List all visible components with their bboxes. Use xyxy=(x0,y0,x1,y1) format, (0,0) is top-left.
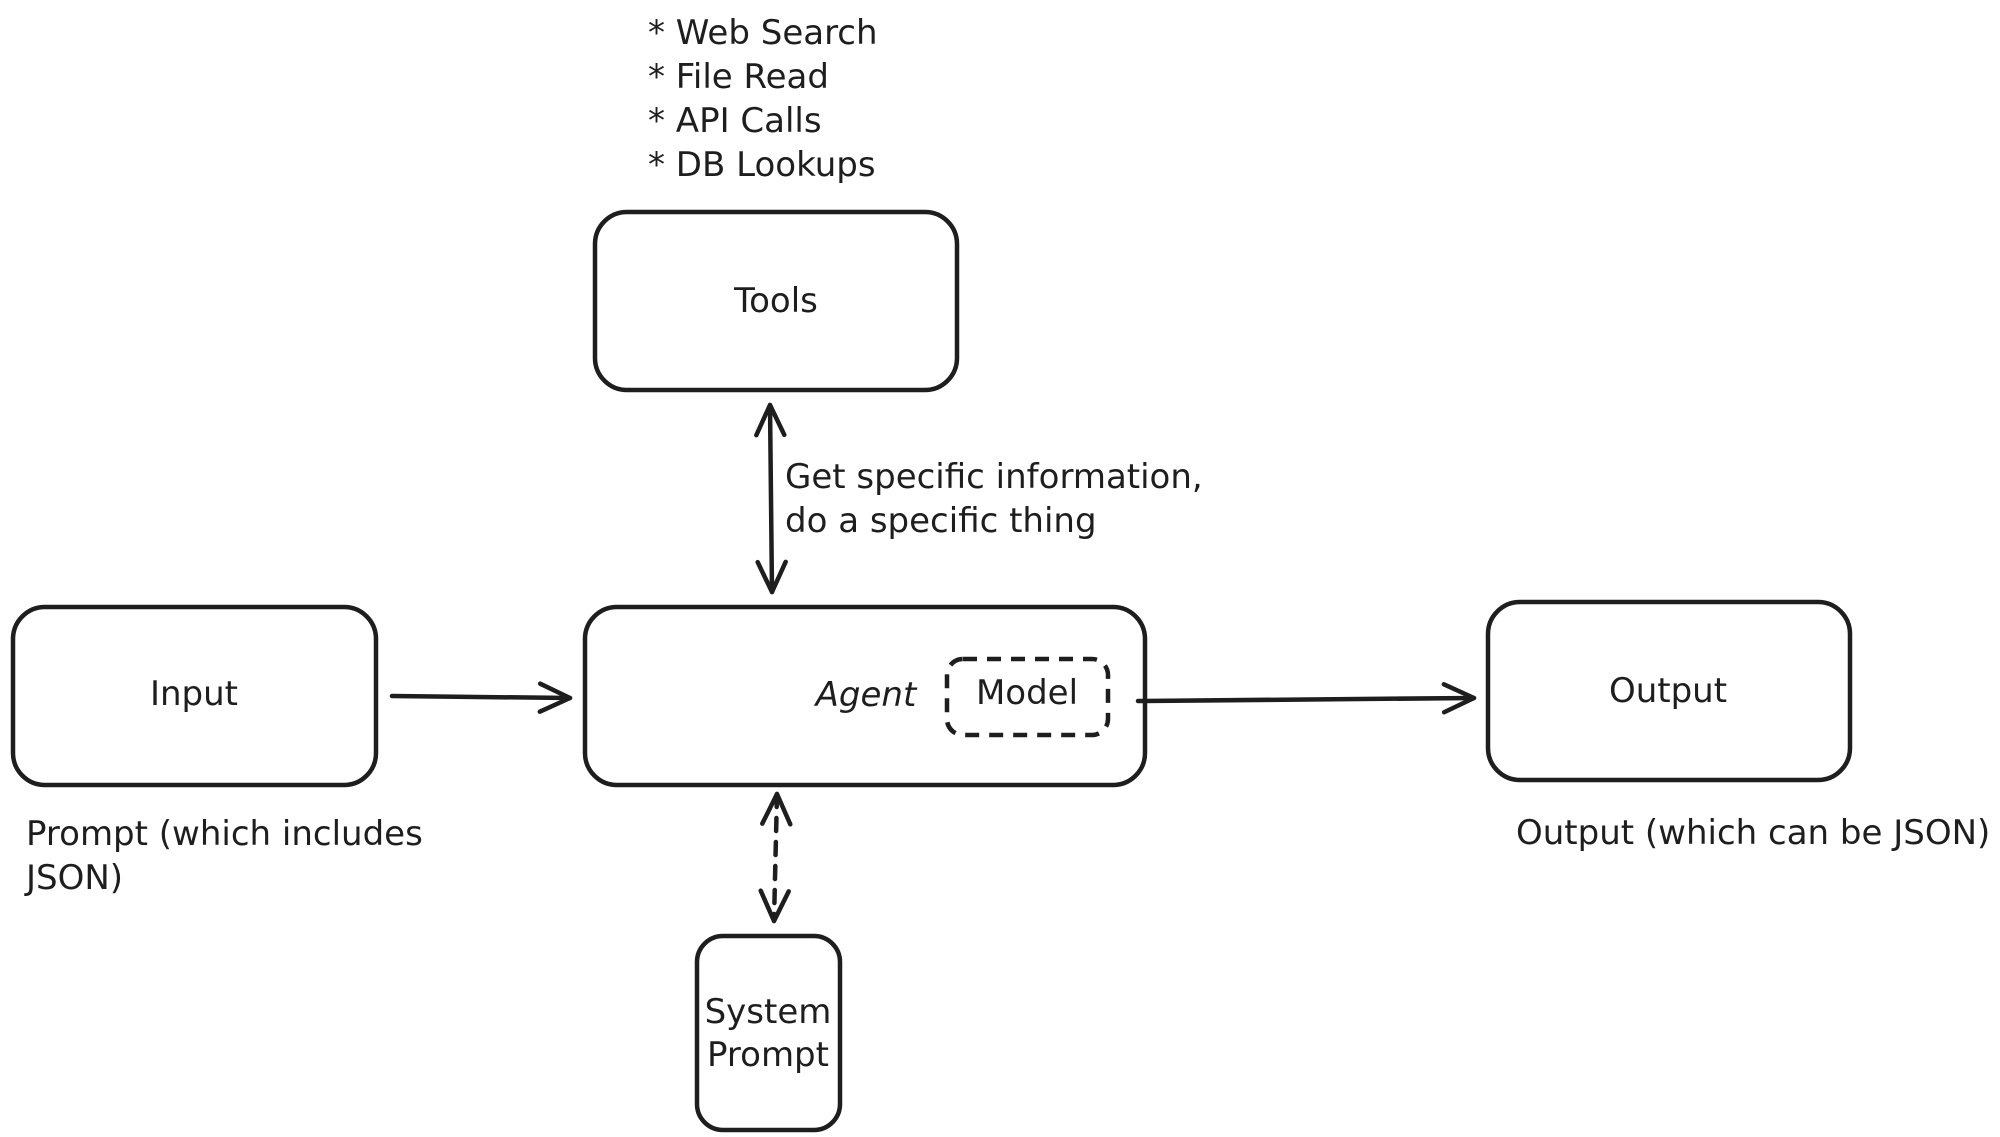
input-node: Input xyxy=(10,604,379,788)
output-node: Output xyxy=(1485,599,1853,783)
agent-box xyxy=(582,604,1148,788)
tools-box xyxy=(592,209,960,393)
tools-link-line-2: do a specific thing xyxy=(785,501,1097,541)
output-label: Output xyxy=(1609,671,1727,711)
input-note: Prompt (which includes JSON) xyxy=(24,814,423,898)
input-note-line-1: Prompt (which includes xyxy=(26,814,423,854)
tools-link-annotation: Get specific information, do a specific … xyxy=(785,457,1203,541)
tools-list-item-web-search: * Web Search xyxy=(648,13,878,53)
model-label: Model xyxy=(976,673,1078,713)
system-prompt-box xyxy=(694,933,843,1133)
model-box xyxy=(944,656,1111,738)
agent-output-arrow xyxy=(1135,682,1477,715)
tools-list-item-file-read: * File Read xyxy=(648,57,829,97)
agent-label: Agent xyxy=(814,675,918,715)
system-prompt-label-line-1: System xyxy=(705,992,832,1032)
input-note-line-2: JSON) xyxy=(24,858,123,898)
tools-list: * Web Search * File Read * API Calls * D… xyxy=(648,13,878,185)
tools-list-item-db-lookups: * DB Lookups xyxy=(648,145,876,185)
tools-agent-arrow xyxy=(754,402,788,595)
input-label: Input xyxy=(150,674,238,714)
tools-label: Tools xyxy=(733,281,818,321)
tools-list-item-api-calls: * API Calls xyxy=(648,101,822,141)
tools-link-line-1: Get specific information, xyxy=(785,457,1203,497)
output-box xyxy=(1485,599,1853,783)
agent-system-prompt-arrow xyxy=(758,791,793,924)
input-agent-arrow xyxy=(389,681,573,714)
agent-node: Agent Model xyxy=(582,604,1148,788)
system-prompt-label-line-2: Prompt xyxy=(707,1035,829,1075)
output-note: Output (which can be JSON) xyxy=(1516,813,1990,853)
input-box xyxy=(10,604,379,788)
tools-node: Tools xyxy=(592,209,960,393)
system-prompt-node: System Prompt xyxy=(694,933,843,1133)
